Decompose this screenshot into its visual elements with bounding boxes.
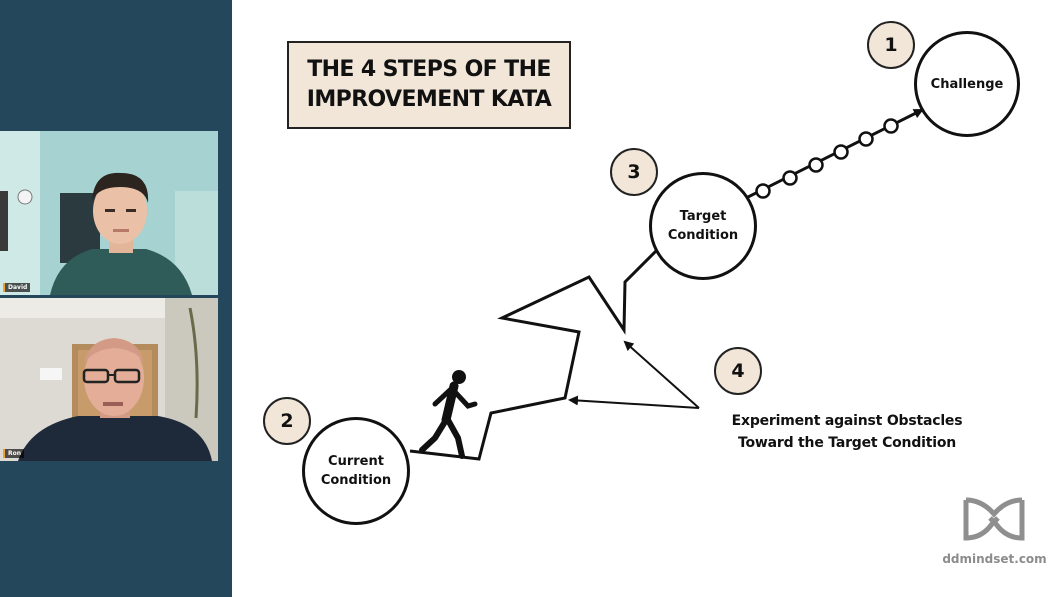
challenge-circle: Challenge xyxy=(914,31,1020,137)
ddmindset-logo-icon xyxy=(963,497,1025,541)
person-walking-icon xyxy=(419,370,478,459)
path-bead xyxy=(808,157,824,173)
experiment-caption-line: Toward the Target Condition xyxy=(737,435,957,451)
step-label: Current Condition xyxy=(320,454,392,488)
participant-name-tag: David xyxy=(3,283,31,292)
kata-diagram xyxy=(409,108,1025,541)
video-tile-ron[interactable]: Ron xyxy=(0,298,218,461)
shared-presentation-slide: THE 4 STEPS OF THE IMPROVEMENT KATA 1 2 … xyxy=(232,0,1064,597)
slide-title-box: THE 4 STEPS OF THE IMPROVEMENT KATA xyxy=(287,41,571,129)
target-condition-circle: Target Condition xyxy=(649,172,757,280)
path-bead xyxy=(883,118,899,134)
path-bead xyxy=(782,170,798,186)
path-bead xyxy=(755,183,771,199)
step-number-badge: 2 xyxy=(263,397,311,445)
david-video-feed xyxy=(0,131,218,295)
arrow-icon xyxy=(568,395,700,409)
step-number-badge: 3 xyxy=(610,148,658,196)
experiment-caption-line: Experiment against Obstacles xyxy=(731,413,963,429)
step-number-badge: 4 xyxy=(714,347,762,395)
path-bead xyxy=(858,131,874,147)
current-condition-circle: Current Condition xyxy=(302,417,410,525)
participant-name-tag: Ron xyxy=(3,449,25,458)
brand-url: ddmindset.com xyxy=(942,552,1047,566)
arrow-icon xyxy=(623,340,700,409)
participant-sidebar: David Ron xyxy=(0,0,232,597)
video-tile-david[interactable]: David xyxy=(0,131,218,295)
slide-title: THE 4 STEPS OF THE IMPROVEMENT KATA xyxy=(306,57,552,112)
path-bead xyxy=(833,144,849,160)
learning-path-line xyxy=(409,246,661,461)
ron-video-feed xyxy=(0,298,218,461)
step-number-badge: 1 xyxy=(867,21,915,69)
step-label: Target Condition xyxy=(667,209,739,243)
step-label: Challenge xyxy=(930,76,1004,92)
experiment-caption: Experiment against Obstacles Toward the … xyxy=(697,410,997,454)
